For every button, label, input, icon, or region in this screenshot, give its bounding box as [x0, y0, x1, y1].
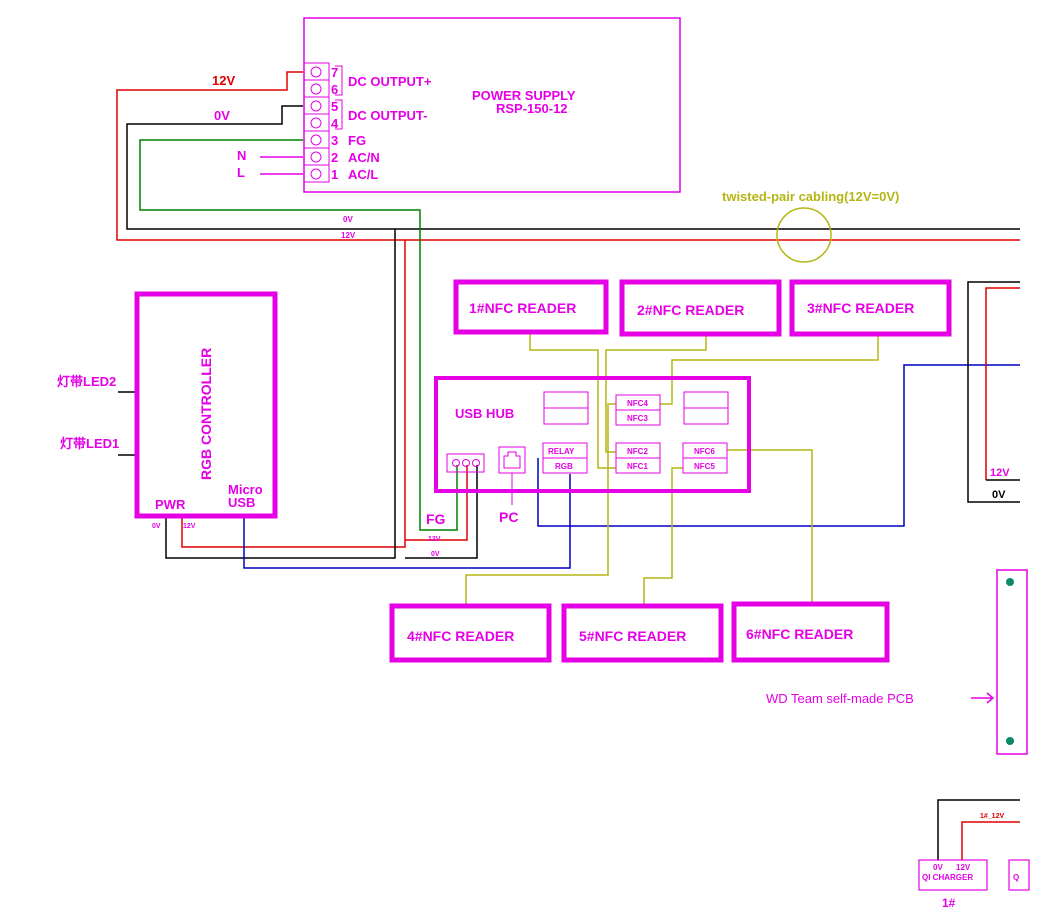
pin-7: 7 [331, 65, 338, 80]
wire-fg [139, 139, 458, 531]
usb-label: USB [228, 495, 255, 510]
qi-charger: 0V 12V QI CHARGER Q 1#_12V 1# [918, 813, 1030, 910]
right-0v-label: 0V [992, 489, 1006, 501]
label-l: L [237, 165, 245, 180]
nfc-reader-5: 5#NFC READER [579, 628, 686, 644]
right-panel: 12V 0V [990, 467, 1010, 501]
port-nfc3: NFC3 [627, 414, 648, 423]
label-n: N [237, 148, 246, 163]
nfc-reader-2: 2#NFC READER [637, 302, 744, 318]
port-relay: RELAY [548, 447, 575, 456]
nfc-readers: 1#NFC READER 2#NFC READER 3#NFC READER 4… [389, 279, 952, 663]
pin-3: 3 [331, 133, 338, 148]
charger-partial-label: Q [1013, 873, 1019, 882]
port-rgb: RGB [555, 462, 573, 471]
charger-number: 1# [942, 896, 956, 910]
wire-labels: 12V 0V N L 0V 12V twisted-pair cabling(1… [212, 73, 899, 558]
port-nfc4: NFC4 [627, 399, 648, 408]
ac-l-label: AC/L [348, 167, 378, 182]
wire-12v-drop [181, 240, 406, 548]
wire-0v-main [126, 105, 1020, 230]
charger-name: QI CHARGER [922, 873, 973, 882]
wire-12v-main [116, 71, 1020, 241]
rgb-0v-label: 0V [152, 523, 161, 530]
ac-n-label: AC/N [348, 150, 380, 165]
rgb-controller-title: RGB CONTROLLER [198, 348, 214, 480]
usb-hub-title: USB HUB [455, 406, 514, 421]
label-bus-0v: 0V [343, 215, 353, 224]
wire-0v-hub [405, 465, 478, 559]
pc-label: PC [499, 509, 518, 525]
charger-wire-label: 1#_12V [980, 813, 1004, 820]
pcb-mount-hole-top [1006, 578, 1014, 586]
pin-4: 4 [331, 116, 339, 131]
label-hub-12v: 12V [428, 536, 441, 543]
power-supply-model: RSP-150-12 [496, 101, 568, 116]
port-nfc6: NFC6 [694, 447, 715, 456]
wire-usb-rgb [243, 474, 571, 569]
self-made-pcb: WD Team self-made PCB [766, 569, 1028, 755]
fg-pin-label: FG [348, 133, 366, 148]
port-nfc5: NFC5 [694, 462, 715, 471]
dc-output-minus-label: DC OUTPUT- [348, 108, 427, 123]
terminal-screws [304, 65, 343, 180]
nfc-reader-3: 3#NFC READER [807, 300, 914, 316]
label-12v: 12V [212, 73, 235, 88]
wire-nfc3 [660, 334, 879, 405]
charger-0v-label: 0V [933, 863, 943, 872]
wires [116, 71, 1020, 860]
pcb-label: WD Team self-made PCB [766, 691, 914, 706]
pin-2: 2 [331, 150, 338, 165]
dc-output-plus-label: DC OUTPUT+ [348, 74, 432, 89]
wire-nfc1 [529, 332, 616, 469]
twisted-pair-marker [776, 207, 832, 263]
nfc-reader-4: 4#NFC READER [407, 628, 514, 644]
charger-12v-label: 12V [956, 863, 971, 872]
wire-usb-relay [537, 364, 1020, 527]
port-nfc2: NFC2 [627, 447, 648, 456]
usb-hub: USB HUB NFC4 NFC3 RELAY RGB NFC2 NFC1 NF… [434, 376, 751, 505]
right-12v-label: 12V [990, 467, 1010, 479]
wire-nfc6 [727, 449, 813, 603]
wire-nfc4 [465, 403, 616, 605]
fg-label: FG [426, 511, 446, 527]
power-supply: 7 6 5 4 3 2 1 DC OUTPUT+ DC OUTPUT- FG A… [303, 17, 681, 193]
pin-1: 1 [331, 167, 338, 182]
pin-6: 6 [331, 82, 338, 97]
pwr-label: PWR [155, 497, 186, 512]
rgb-12v-label: 12V [183, 523, 196, 530]
rgb-controller: RGB CONTROLLER PWR Micro USB 0V 12V 灯带LE… [57, 291, 278, 530]
pin-5: 5 [331, 99, 338, 114]
micro-label: Micro [228, 482, 263, 497]
wire-nfc5 [643, 467, 683, 605]
wire-nfc2 [605, 334, 707, 453]
pcb-mount-hole-bottom [1006, 737, 1014, 745]
nfc-reader-1: 1#NFC READER [469, 300, 576, 316]
nfc-reader-6: 6#NFC READER [746, 626, 853, 642]
wire-0v-drop [165, 229, 396, 559]
twisted-pair-label: twisted-pair cabling(12V=0V) [722, 189, 899, 204]
label-0v: 0V [214, 108, 230, 123]
label-hub-0v: 0V [431, 551, 440, 558]
label-bus-12v: 12V [341, 231, 356, 240]
port-nfc1: NFC1 [627, 462, 648, 471]
led2-label: 灯带LED2 [57, 374, 116, 389]
led1-label: 灯带LED1 [60, 436, 119, 451]
power-supply-title: POWER SUPPLY [472, 88, 576, 103]
